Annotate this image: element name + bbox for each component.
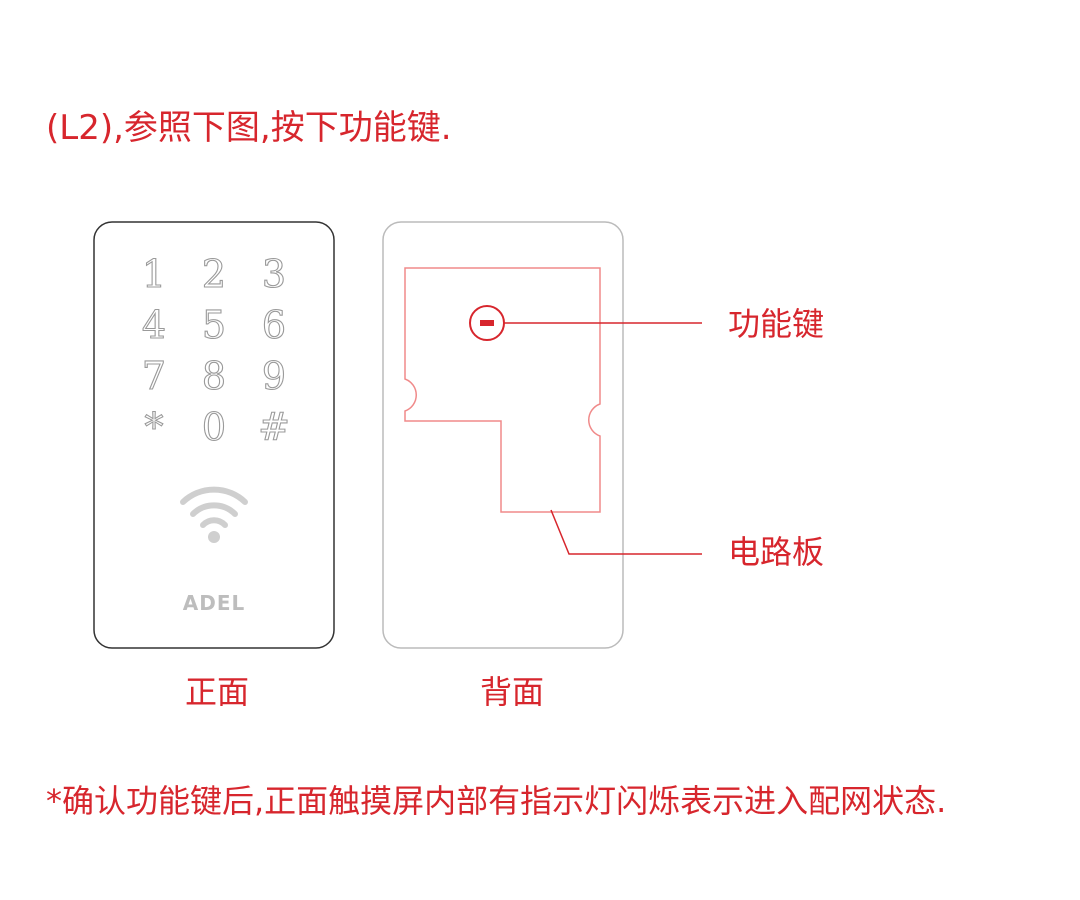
front-panel-outline — [93, 221, 335, 649]
circuit-board-label: 电路板 — [728, 533, 825, 571]
keypad-key: 5 — [202, 303, 226, 347]
keypad-key: 0 — [202, 405, 226, 449]
note: *确认功能键后,正面触摸屏内部有指示灯闪烁表示进入配网状态. — [46, 782, 947, 820]
front-caption: 正面 — [184, 673, 249, 711]
brand-logo: ADEL — [183, 591, 246, 615]
keypad-key: 6 — [262, 303, 286, 347]
keypad-key: # — [258, 405, 290, 449]
function-key-button — [480, 320, 494, 326]
keypad-key: 8 — [202, 354, 226, 398]
function-key-label: 功能键 — [728, 305, 825, 343]
circuit-board — [404, 267, 601, 513]
keypad-key: 3 — [262, 252, 286, 296]
wifi-icon — [180, 486, 248, 543]
circuit-board-leader — [550, 509, 702, 555]
keypad-key: 7 — [142, 354, 166, 398]
back-panel — [382, 221, 624, 649]
keypad-key: 1 — [142, 252, 166, 296]
keypad-key: * — [145, 405, 164, 449]
keypad-key: 4 — [142, 303, 166, 347]
keypad-key: 2 — [202, 252, 226, 296]
heading: (L2),参照下图,按下功能键. — [46, 108, 452, 148]
back-panel-outline — [382, 221, 624, 649]
back-caption: 背面 — [479, 673, 544, 711]
keypad-key: 9 — [262, 354, 286, 398]
